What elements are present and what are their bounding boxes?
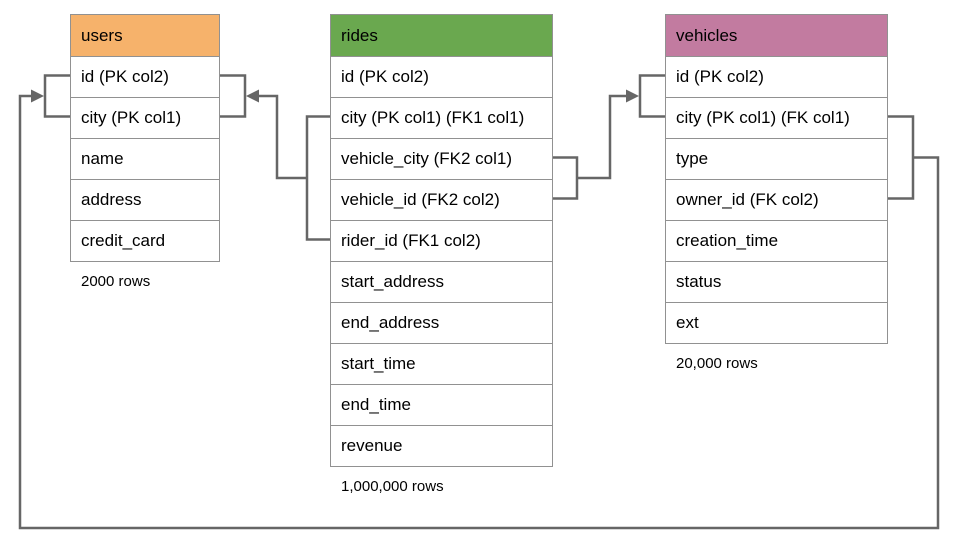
table-row: id (PK col2) xyxy=(331,56,552,97)
table-row: start_address xyxy=(331,261,552,302)
table-row: credit_card xyxy=(71,220,219,261)
rides-left-bracket xyxy=(305,115,330,241)
table-row: vehicle_city (FK2 col1) xyxy=(331,138,552,179)
table-row: creation_time xyxy=(666,220,887,261)
table-vehicles-header: vehicles xyxy=(666,15,887,56)
table-row: name xyxy=(71,138,219,179)
table-rides-header: rides xyxy=(331,15,552,56)
table-row: id (PK col2) xyxy=(666,56,887,97)
users-left-bracket xyxy=(43,74,70,118)
rides-right-bracket xyxy=(553,156,579,200)
table-row: rider_id (FK1 col2) xyxy=(331,220,552,261)
fk1-arrowhead-icon xyxy=(246,89,259,103)
table-rides: rides id (PK col2)city (PK col1) (FK1 co… xyxy=(330,14,553,495)
table-vehicles: vehicles id (PK col2)city (PK col1) (FK … xyxy=(665,14,888,372)
table-row: start_time xyxy=(331,343,552,384)
vehicles-right-bracket xyxy=(888,115,915,200)
table-row: status xyxy=(666,261,887,302)
table-row: city (PK col1) xyxy=(71,97,219,138)
table-row: id (PK col2) xyxy=(71,56,219,97)
fk-vehicles-to-users-line xyxy=(18,94,940,530)
table-row: address xyxy=(71,179,219,220)
table-row: vehicle_id (FK2 col2) xyxy=(331,179,552,220)
table-rides-rowcount: 1,000,000 rows xyxy=(341,478,444,495)
fk1-rides-to-users-line xyxy=(258,94,307,180)
table-row: ext xyxy=(666,302,887,343)
table-rides-columns: id (PK col2)city (PK col1) (FK1 col1)veh… xyxy=(331,56,552,466)
vehicles-left-bracket xyxy=(638,74,665,118)
fk2-arrowhead-icon xyxy=(626,89,639,103)
table-row: city (PK col1) (FK1 col1) xyxy=(331,97,552,138)
table-users-header: users xyxy=(71,15,219,56)
table-row: end_address xyxy=(331,302,552,343)
fk-arrowhead-icon xyxy=(31,89,44,103)
table-row: end_time xyxy=(331,384,552,425)
fk2-rides-to-vehicles-line xyxy=(577,94,627,180)
table-row: owner_id (FK col2) xyxy=(666,179,887,220)
table-vehicles-columns: id (PK col2)city (PK col1) (FK col1)type… xyxy=(666,56,887,343)
users-right-bracket xyxy=(220,74,247,118)
table-users-rowcount: 2000 rows xyxy=(81,273,151,290)
table-row: revenue xyxy=(331,425,552,466)
table-row: type xyxy=(666,138,887,179)
table-row: city (PK col1) (FK col1) xyxy=(666,97,887,138)
table-vehicles-rowcount: 20,000 rows xyxy=(676,355,758,372)
